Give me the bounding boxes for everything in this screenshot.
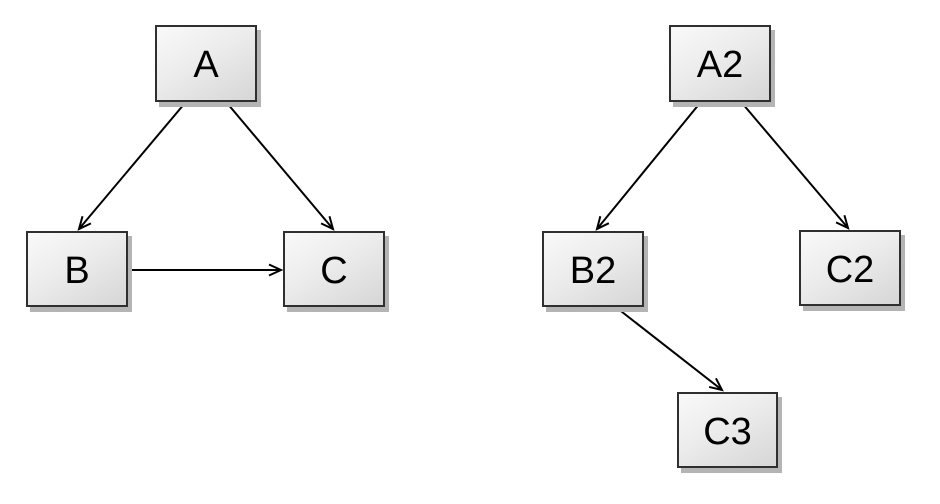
node-C3[interactable]: C3 xyxy=(677,392,778,468)
node-A2[interactable]: A2 xyxy=(669,25,771,102)
node-B[interactable]: B xyxy=(26,231,128,307)
node-label-A: A xyxy=(193,44,219,86)
node-C2[interactable]: C2 xyxy=(799,230,901,306)
edge-A2-B2 xyxy=(595,102,701,231)
node-B2[interactable]: B2 xyxy=(542,231,644,307)
node-C[interactable]: C xyxy=(283,231,385,307)
node-A[interactable]: A xyxy=(155,25,257,102)
edge-A-B xyxy=(77,102,186,231)
node-label-C3: C3 xyxy=(703,410,752,453)
node-label-B2: B2 xyxy=(569,249,617,292)
edge-group xyxy=(77,102,850,392)
node-label-A2: A2 xyxy=(696,44,744,86)
node-label-C: C xyxy=(320,249,348,292)
edge-A2-C2 xyxy=(741,102,850,230)
edge-B2-C3 xyxy=(616,307,724,392)
node-label-B: B xyxy=(64,249,90,292)
edge-A-C xyxy=(226,102,335,231)
node-label-C2: C2 xyxy=(825,248,875,291)
